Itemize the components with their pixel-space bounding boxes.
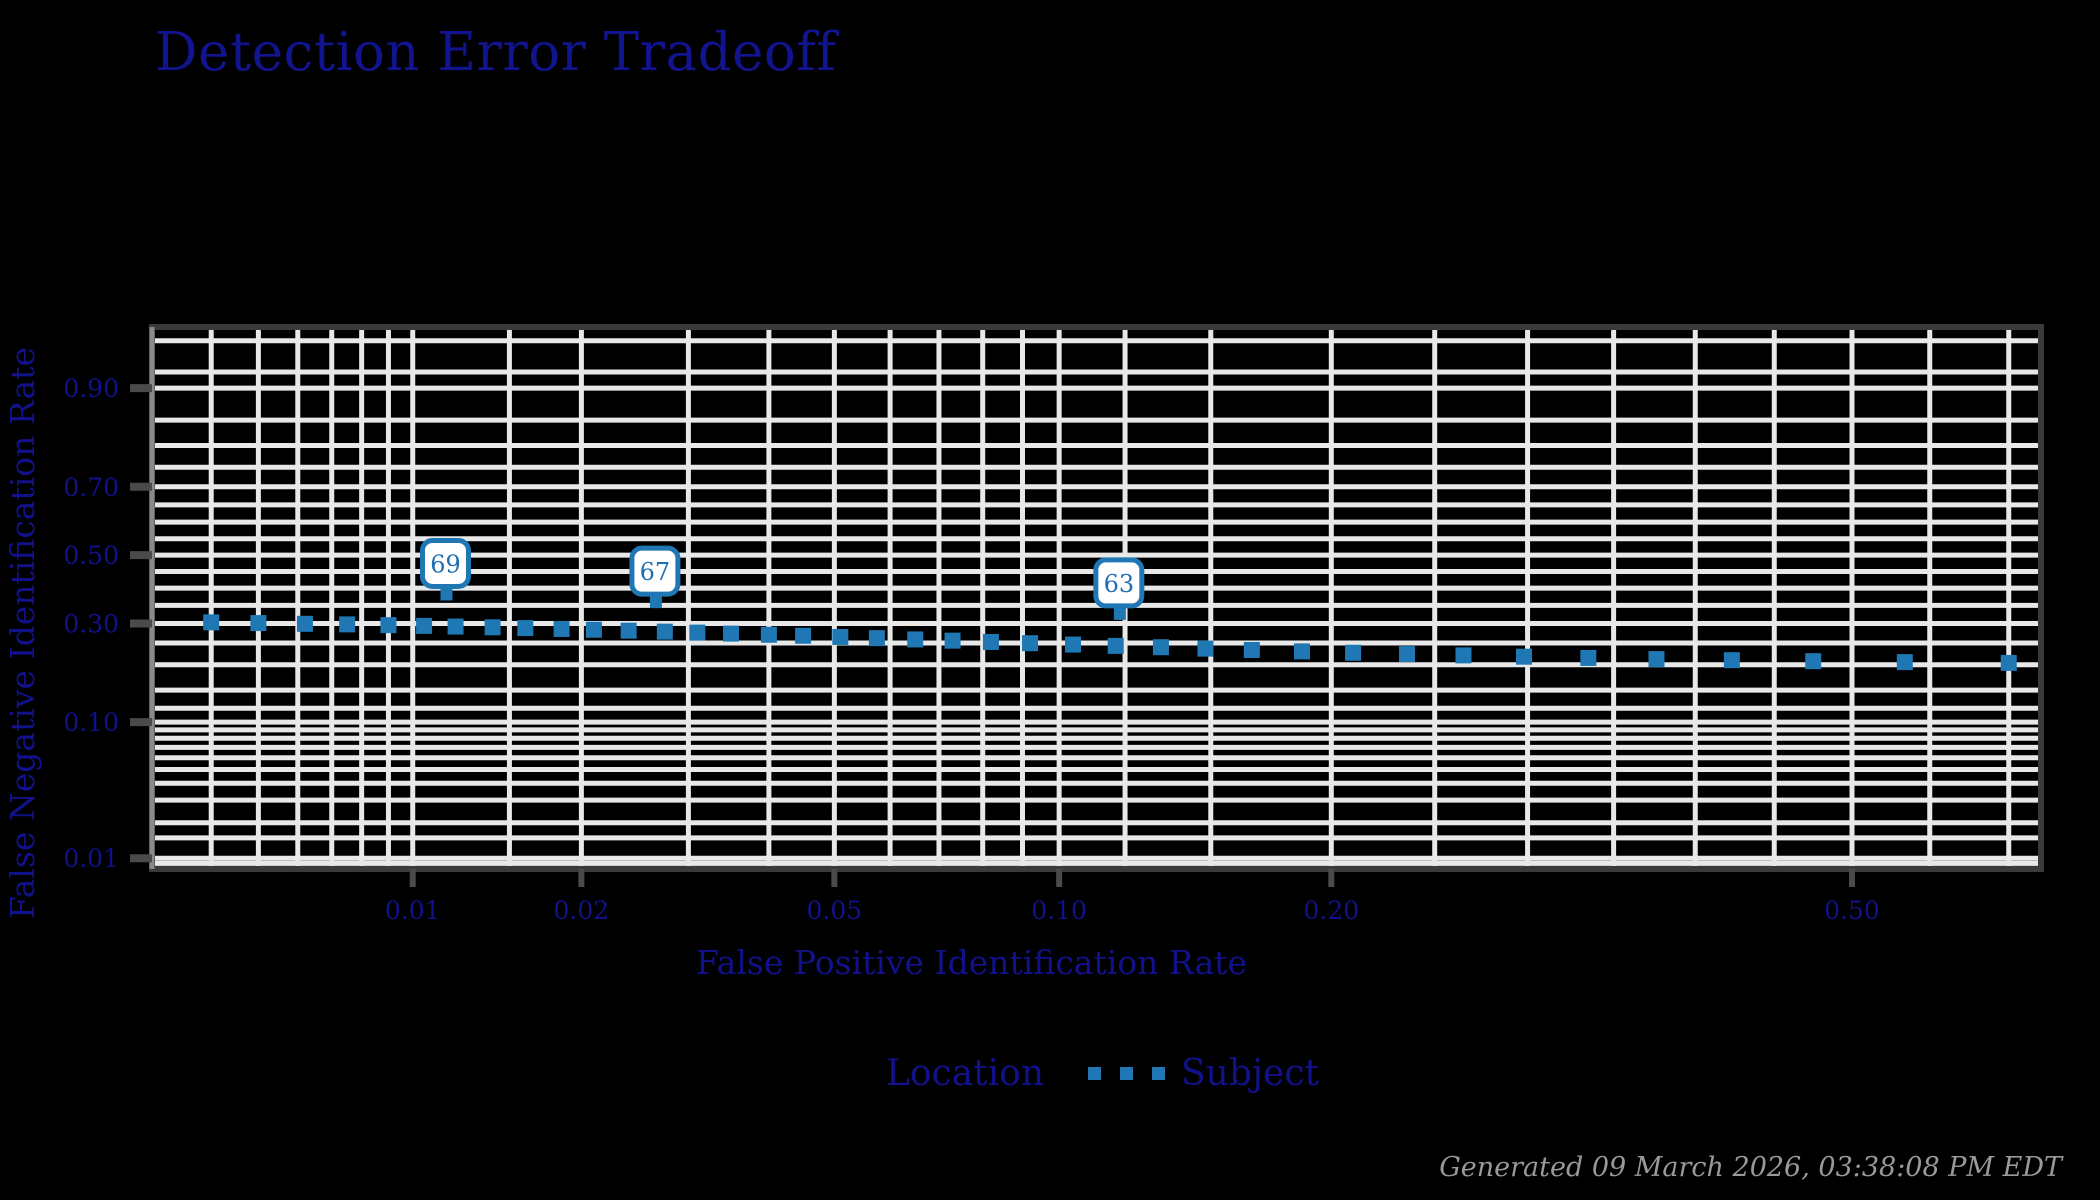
data-callout[interactable]: 67: [629, 545, 681, 609]
series-marker: [1293, 643, 1310, 660]
series-marker: [907, 631, 924, 648]
y-tick-label: 0.30: [63, 609, 119, 638]
series-marker: [1022, 635, 1039, 652]
callout-label: 69: [430, 550, 461, 578]
series-marker: [723, 625, 740, 642]
callout-label: 63: [1104, 570, 1135, 598]
y-tick-label: 0.90: [63, 374, 119, 403]
series-marker: [1107, 637, 1124, 654]
callout-box: [1093, 557, 1145, 609]
series-marker: [380, 617, 397, 634]
series-marker: [1896, 654, 1913, 671]
series-marker: [1243, 641, 1260, 658]
x-tick-label: 0.05: [807, 896, 863, 925]
legend-swatch: [1120, 1067, 1133, 1080]
legend-title: Location: [886, 1053, 1044, 1094]
series-marker: [1399, 646, 1416, 663]
series-marker: [1065, 636, 1082, 653]
y-tick-label: 0.10: [63, 708, 119, 737]
y-tick-label: 0.01: [63, 844, 119, 873]
series-marker: [868, 630, 885, 647]
series-marker: [1455, 647, 1472, 664]
series-marker: [760, 626, 777, 643]
series-marker: [1345, 644, 1362, 661]
x-tick-label: 0.02: [554, 896, 610, 925]
x-tick-label: 0.01: [385, 896, 441, 925]
series-marker: [517, 620, 534, 637]
legend-swatch: [1088, 1067, 1101, 1080]
series-marker: [1648, 651, 1665, 668]
series-marker: [447, 618, 464, 635]
page-title: Detection Error Tradeoff: [155, 22, 837, 83]
x-tick-label: 0.10: [1031, 896, 1087, 925]
series-marker: [832, 628, 849, 645]
series-marker: [585, 621, 602, 638]
series-marker: [2000, 654, 2017, 671]
series-marker: [1805, 653, 1822, 670]
x-tick-label: 0.20: [1303, 896, 1359, 925]
series-marker: [484, 619, 501, 636]
series-marker: [795, 627, 812, 644]
x-tick-label: 0.50: [1824, 896, 1880, 925]
data-callout[interactable]: 63: [1093, 557, 1145, 620]
y-axis-title: False Negative Identification Rate: [3, 347, 42, 919]
y-tick-label: 0.50: [63, 541, 119, 570]
series-marker: [1197, 640, 1214, 657]
legend-entry-subject[interactable]: Subject: [1181, 1053, 1320, 1094]
x-axis-title: False Positive Identification Rate: [696, 943, 1247, 982]
series-marker: [1723, 652, 1740, 669]
callout-label: 67: [640, 558, 671, 586]
series-marker: [250, 615, 267, 632]
series-marker: [1516, 648, 1533, 665]
series-marker: [620, 622, 637, 639]
legend-swatch: [1152, 1067, 1165, 1080]
generated-timestamp: Generated 09 March 2026, 03:38:08 PM EDT: [1439, 1152, 2062, 1183]
y-tick-label: 0.70: [63, 473, 119, 502]
series-subject: [203, 614, 2017, 671]
series-marker: [982, 633, 999, 650]
series-marker: [339, 616, 356, 633]
series-marker: [296, 615, 313, 632]
callout-box: [419, 537, 471, 589]
series-marker: [656, 623, 673, 640]
series-marker: [689, 624, 706, 641]
series-marker: [416, 617, 433, 634]
series-marker: [553, 620, 570, 637]
series-marker: [944, 632, 961, 649]
series-marker: [1580, 649, 1597, 666]
callout-box: [629, 545, 681, 597]
series-marker: [1152, 639, 1169, 656]
data-callout[interactable]: 69: [419, 537, 471, 601]
series-marker: [203, 614, 220, 631]
